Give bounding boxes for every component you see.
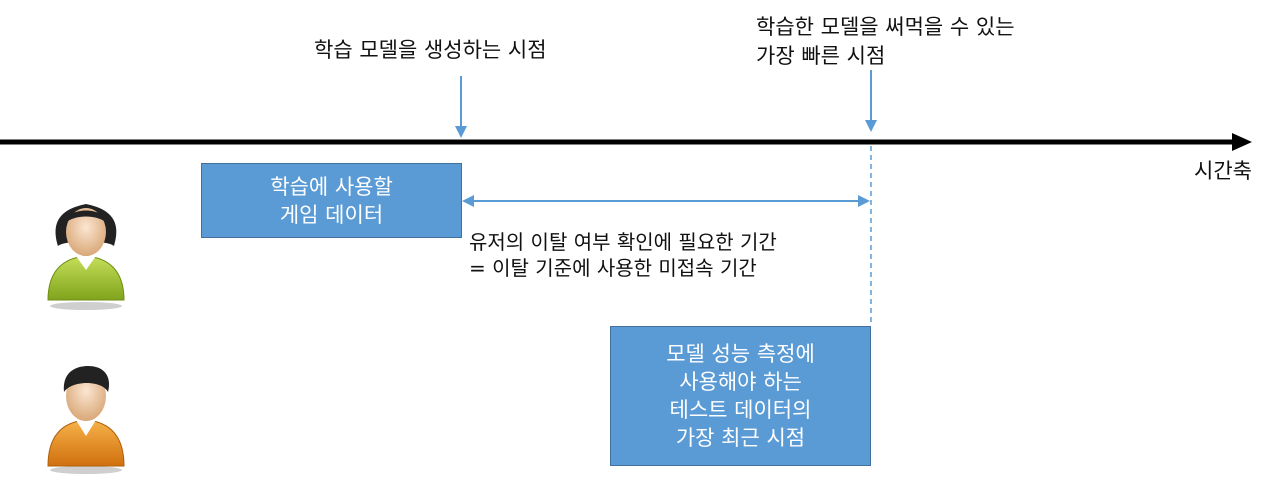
axis-label: 시간축 [1194, 159, 1252, 183]
time-axis-arrowhead [1232, 133, 1252, 151]
period-note-line1: 유저의 이탈 여부 확인에 필요한 기간 [469, 230, 777, 254]
train-data-box: 학습에 사용할 게임 데이터 [201, 163, 462, 238]
usable-point-arrowhead [865, 120, 877, 132]
test-box-line1: 모델 성능 측정에 [666, 342, 815, 366]
user-orange-icon [47, 366, 125, 474]
test-box-line3: 테스트 데이터의 [669, 398, 812, 422]
usable-point-label-line1: 학습한 모델을 써먹을 수 있는 [756, 15, 1015, 39]
test-box-line2: 사용해야 하는 [679, 370, 802, 394]
create-point-arrowhead [455, 126, 467, 138]
usable-point-label-line2: 가장 빠른 시점 [756, 44, 886, 68]
user-green-icon [47, 204, 125, 310]
create-point-label: 학습 모델을 생성하는 시점 [314, 38, 547, 62]
train-box-line1: 학습에 사용할 [270, 174, 393, 199]
test-data-box: 모델 성능 측정에 사용해야 하는 테스트 데이터의 가장 최근 시점 [610, 326, 871, 466]
period-note-line2: = 이탈 기준에 사용한 미접속 기간 [469, 256, 757, 280]
test-box-line4: 가장 최근 시점 [675, 426, 806, 450]
train-box-line2: 게임 데이터 [279, 202, 384, 227]
period-arrowhead-right [858, 195, 870, 207]
period-arrowhead-left [462, 195, 474, 207]
